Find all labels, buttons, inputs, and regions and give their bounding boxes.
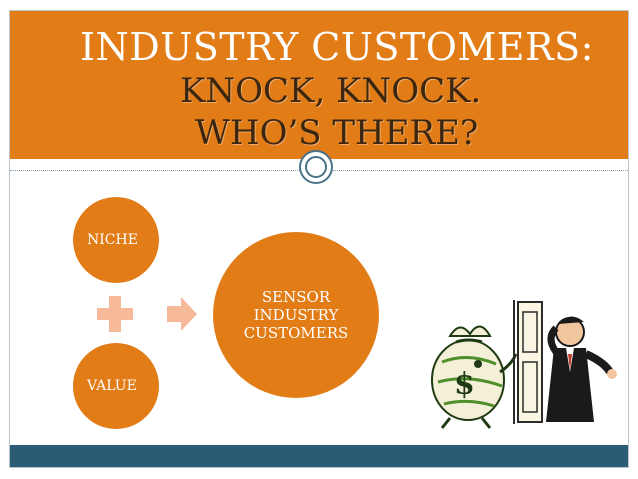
man-listening-icon [546, 316, 617, 422]
door-icon [513, 300, 543, 424]
slide-subtitle-line2: WHO’S THERE? [195, 113, 479, 153]
divider-ring-icon [299, 150, 333, 184]
niche-label: NICHE [87, 232, 138, 248]
plus-icon [97, 296, 133, 332]
value-circle: VALUE [73, 343, 159, 429]
footer-bar [10, 445, 628, 467]
title-banner: INDUSTRY CUSTOMERS: KNOCK, KNOCK. WHO’S … [10, 11, 628, 159]
value-label: VALUE [87, 378, 137, 394]
money-bag-icon: $ [431, 325, 518, 429]
money-bag-knocking-cartoon-icon: $ [431, 300, 617, 429]
arrow-right-icon [167, 297, 197, 331]
slide-title: INDUSTRY CUSTOMERS: [80, 25, 594, 69]
sensor-industry-customers-circle: SENSOR INDUSTRY CUSTOMERS [213, 232, 379, 398]
sensor-industry-customers-label: SENSOR INDUSTRY CUSTOMERS [243, 288, 349, 342]
slide-frame [9, 10, 629, 468]
svg-text:$: $ [454, 367, 475, 402]
slide-subtitle-line1: KNOCK, KNOCK. [180, 71, 482, 111]
niche-circle: NICHE [73, 197, 159, 283]
